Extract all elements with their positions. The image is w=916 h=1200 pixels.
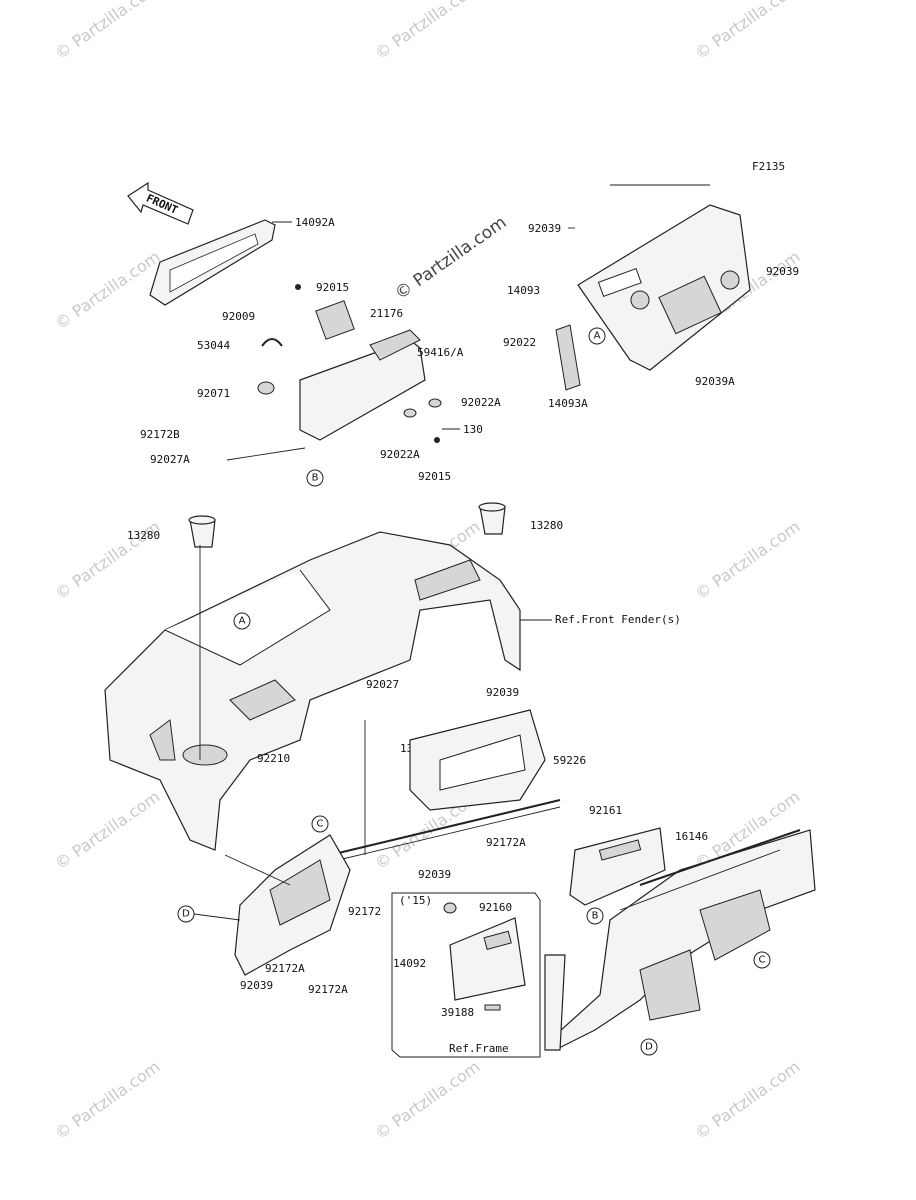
front-arrow-icon: FRONT [127,181,194,225]
label-92172: 92172 [348,905,381,918]
part-center-bracket [329,720,561,863]
callout-b-2: B [586,907,604,925]
part-13280-right [478,502,506,535]
label-92172B: 92172B [140,428,180,441]
label-59226: 59226 [553,754,586,767]
watermark: © Partzilla.com [371,1057,483,1143]
label-13280: 13280 [127,529,160,542]
label-14092A: 14092A [295,216,335,229]
label-21176: 21176 [370,307,403,320]
svg-text:D: D [182,909,190,920]
label-130: 130 [463,423,483,436]
label-92015-2: 92015 [418,470,451,483]
label-92071: 92071 [197,387,230,400]
watermark: © Partzilla.com [691,1057,803,1143]
label-92022: 92022 [503,336,536,349]
svg-text:A: A [239,616,246,627]
watermark: © Partzilla.com [51,787,163,873]
label-92172A-2: 92172A [265,962,305,975]
label-92039-4: 92039 [418,868,451,881]
callout-d-2: D [640,1038,658,1056]
label-ref-front-fender: Ref.Front Fender(s) [555,613,681,626]
label-92009: 92009 [222,310,255,323]
label-39188: 39188 [441,1006,474,1019]
label-92039-3: 92039 [486,686,519,699]
label-92022A: 92022A [461,396,501,409]
part-16146 [569,827,666,906]
label-92039-5: 92039 [240,979,273,992]
label-14093: 14093 [507,284,540,297]
label-59416A: 59416/A [417,346,464,359]
label-16146: 16146 [675,830,708,843]
callout-c-2: C [753,951,771,969]
watermark: © Partzilla.com [51,247,163,333]
callout-c: C [311,815,329,833]
label-92022A-2: 92022A [380,448,420,461]
figure-code: F2135 [752,160,785,173]
label-92160: 92160 [479,901,512,914]
callout-a-2: A [233,612,251,630]
label-92027A: 92027A [150,453,190,466]
part-meter-assembly [257,284,460,443]
label-14093A: 14093A [548,397,588,410]
svg-text:D: D [645,1042,653,1053]
label-92172A: 92172A [486,836,526,849]
label-13280-2: 13280 [530,519,563,532]
label-92210: 92210 [257,752,290,765]
watermark: © Partzilla.com [371,0,483,63]
label-92161: 92161 [589,804,622,817]
watermark: © Partzilla.com [51,1057,163,1143]
inset-box-15 [391,892,541,1058]
label-92027: 92027 [366,678,399,691]
label-14092: 14092 [393,957,426,970]
watermark: © Partzilla.com [691,517,803,603]
label-ref-frame: Ref.Frame [449,1042,509,1055]
svg-text:B: B [312,473,319,484]
label-92039-2: 92039 [766,265,799,278]
label-92039A: 92039A [695,375,735,388]
label-92039: 92039 [528,222,561,235]
part-13280-left [188,515,216,548]
svg-text:C: C [759,955,766,966]
svg-text:A: A [594,331,601,342]
callout-a: A [588,327,606,345]
callout-d: D [177,905,195,923]
svg-text:B: B [592,911,599,922]
label-92015: 92015 [316,281,349,294]
svg-text:C: C [317,819,324,830]
part-left-lower-panel [224,834,351,976]
part-meter-cover [568,184,751,371]
part-frame [544,829,816,1051]
part-59226 [409,709,546,811]
label-53044: 53044 [197,339,230,352]
part-14092A [149,219,292,306]
watermark: © Partzilla.com [691,0,803,63]
callout-b: B [306,469,324,487]
watermark: © Partzilla.com [51,0,163,63]
label-92172A-3: 92172A [308,983,348,996]
center-watermark: © Partzilla.com [391,212,510,304]
label-15: ('15) [399,894,432,907]
